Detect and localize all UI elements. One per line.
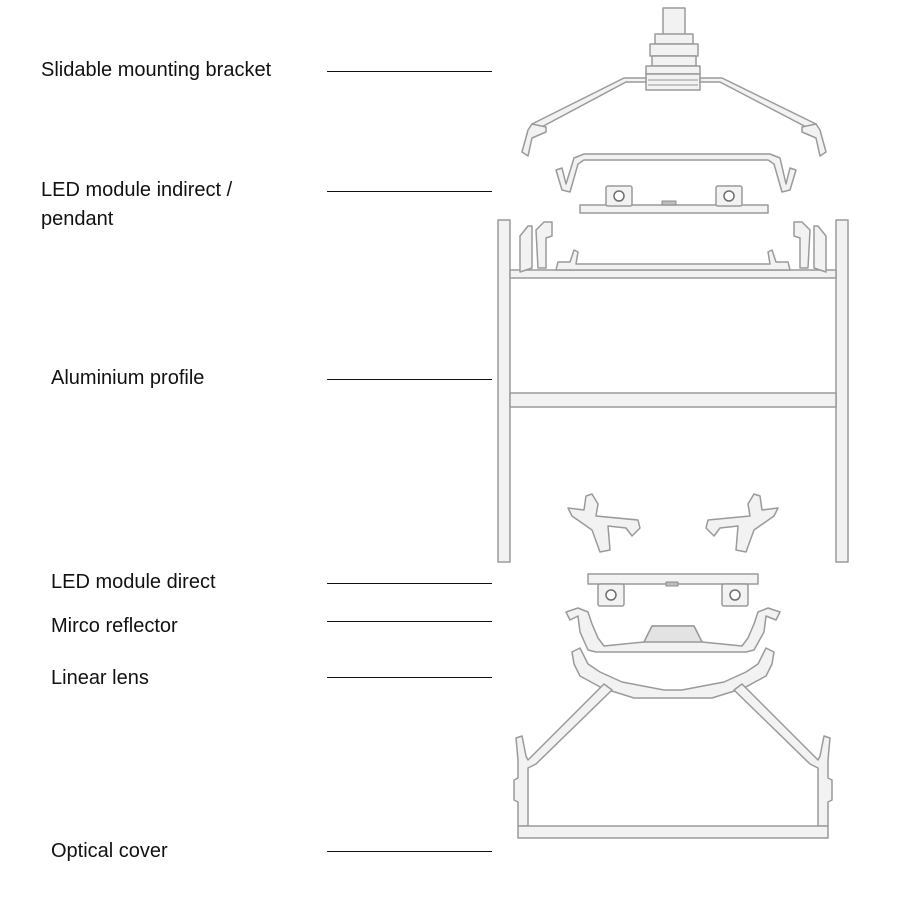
leader-line-indirect <box>327 191 492 192</box>
label-led-module-indirect-line1: LED module indirect / <box>41 179 233 201</box>
optical-cover-part <box>513 683 833 839</box>
led-module-indirect-part <box>555 153 797 214</box>
led-module-direct-clips <box>567 493 779 553</box>
label-optical-cover: Optical cover <box>51 840 168 862</box>
label-aluminium-profile: Aluminium profile <box>51 367 205 389</box>
leader-line-direct <box>327 583 492 584</box>
led-module-direct-part <box>587 573 759 607</box>
label-mirco-reflector: Mirco reflector <box>51 615 178 637</box>
leader-line-cover <box>327 851 492 852</box>
leader-line-profile <box>327 379 492 380</box>
label-led-module-indirect-line2: pendant <box>41 208 114 230</box>
label-slidable-mounting-bracket: Slidable mounting bracket <box>41 59 272 81</box>
linear-lens-part <box>571 647 775 699</box>
label-led-module-direct: LED module direct <box>51 571 216 593</box>
micro-reflector-part <box>565 607 781 653</box>
leader-line-bracket <box>327 71 492 72</box>
aluminium-profile-part <box>497 219 849 563</box>
mounting-bracket-part <box>521 7 827 157</box>
leader-line-lens <box>327 677 492 678</box>
leader-line-reflector <box>327 621 492 622</box>
label-linear-lens: Linear lens <box>51 667 149 689</box>
